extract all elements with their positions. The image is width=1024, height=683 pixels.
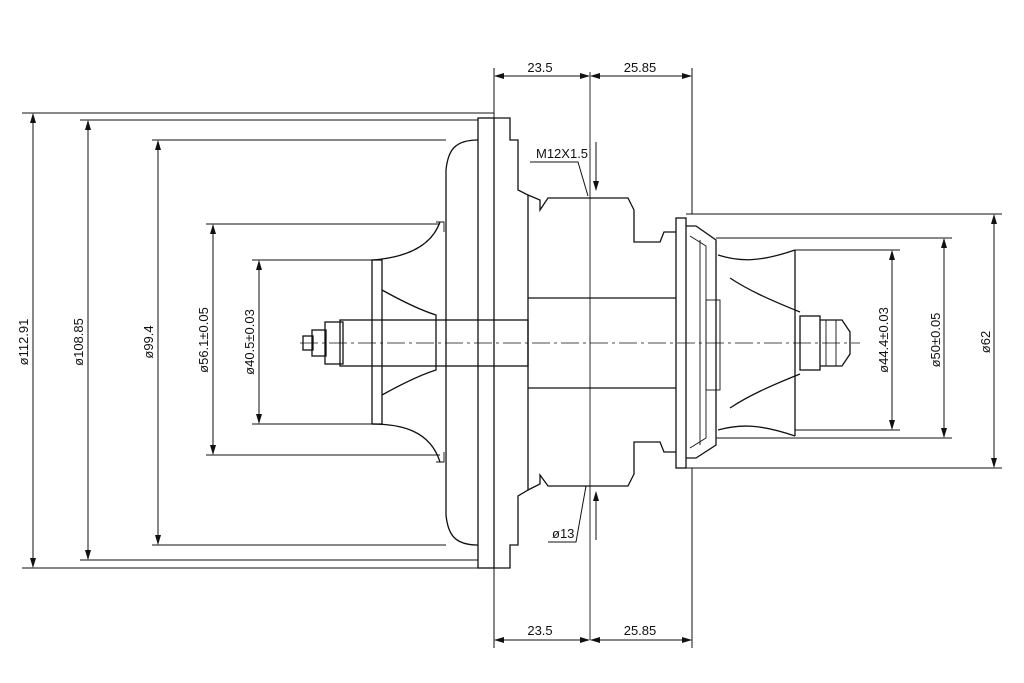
right-diameter-dimensions: ø62 ø50±0.05 ø44.4±0.03 — [686, 213, 1002, 469]
compressor-wheel — [302, 117, 529, 569]
dim-d62-label: ø62 — [978, 331, 993, 353]
dim-d112-label: ø112.91 — [16, 319, 31, 366]
shaft-diameter-callout: ø13 — [548, 485, 599, 543]
bearing-housing — [527, 194, 676, 491]
bottom-length-dimensions: 23.5 25.85 — [493, 468, 693, 648]
dim-d99-label: ø99.4 — [141, 325, 156, 358]
dim-d44-label: ø44.4±0.03 — [876, 307, 891, 373]
dim-bottom-right-label: 25.85 — [624, 623, 657, 638]
left-diameter-dimensions: ø112.91 ø108.85 ø99.4 ø56.1±0.05 ø40.5±0… — [16, 112, 494, 569]
dim-d40-label: ø40.5±0.03 — [242, 309, 257, 375]
dim-bottom-left-label: 23.5 — [527, 623, 552, 638]
thread-callout: M12X1.5 — [530, 142, 599, 197]
turbine-wheel — [675, 217, 851, 469]
dim-d108-label: ø108.85 — [71, 318, 86, 366]
d13-label: ø13 — [552, 526, 574, 541]
dim-top-right-label: 25.85 — [624, 60, 657, 75]
dim-top-left-label: 23.5 — [527, 60, 552, 75]
dim-d56-label: ø56.1±0.05 — [196, 307, 211, 373]
thread-label: M12X1.5 — [536, 146, 588, 161]
dim-d50-label: ø50±0.05 — [928, 313, 943, 368]
top-length-dimensions: 23.5 25.85 — [493, 60, 693, 214]
